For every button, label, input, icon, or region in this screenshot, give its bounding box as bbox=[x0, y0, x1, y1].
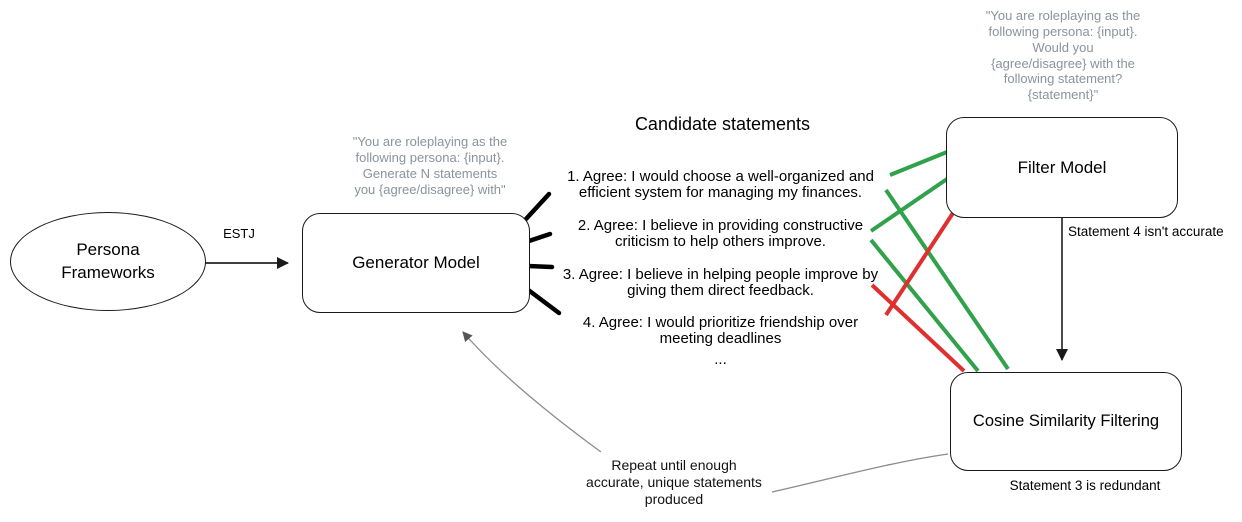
whisker-statement-1 bbox=[523, 191, 552, 222]
statement-2-line: 2. Agree: I believe in providing constru… bbox=[577, 217, 864, 234]
statement-1-line: 1. Agree: I would choose a well-organize… bbox=[567, 168, 874, 185]
node-persona-frameworks: Persona Frameworks bbox=[10, 212, 206, 311]
filter-prompt-line: {statement}" bbox=[1027, 87, 1099, 103]
statement-4-line: meeting deadlines bbox=[659, 330, 782, 348]
repeat-note-line: accurate, unique statements bbox=[586, 474, 762, 491]
cosine-verdict-note: Statement 3 is redundant bbox=[1009, 478, 1161, 493]
candidate-statements-title: Candidate statements bbox=[634, 114, 811, 134]
edge-repeat-to-generator bbox=[462, 331, 602, 453]
statement-1: 1. Agree: I would choose a well-organize… bbox=[548, 168, 893, 202]
generator-prompt-line: you {agree/disagree} with" bbox=[354, 181, 506, 197]
generator-prompt-line: Generate N statements bbox=[362, 165, 498, 181]
edge-statement1-filter-pass bbox=[889, 150, 948, 177]
generator-prompt: "You are roleplaying as the following pe… bbox=[328, 134, 532, 197]
statement-2-line: criticism to help others improve. bbox=[615, 233, 826, 251]
repeat-note-line: produced bbox=[644, 491, 704, 508]
statement-3: 3. Agree: I believe in helping people im… bbox=[548, 266, 893, 300]
repeat-note: Repeat until enough accurate, unique sta… bbox=[570, 457, 778, 508]
filter-verdict-note: Statement 4 isn't accurate bbox=[1068, 224, 1224, 239]
generator-prompt-line: following persona: {input}. bbox=[355, 149, 505, 165]
filter-prompt-line: Would you bbox=[1032, 39, 1094, 55]
statement-4-line: 4. Agree: I would prioritize friendship … bbox=[582, 314, 859, 331]
statement-3-line: 3. Agree: I believe in helping people im… bbox=[562, 266, 879, 283]
filter-prompt-line: {agree/disagree} with the bbox=[991, 55, 1135, 71]
generator-prompt-line: "You are roleplaying as the bbox=[352, 134, 508, 149]
statements-ellipsis: ... bbox=[714, 351, 727, 368]
edge-label-estj: ESTJ bbox=[223, 226, 255, 241]
repeat-note-line: Repeat until enough bbox=[611, 457, 737, 473]
generator-model-label: Generator Model bbox=[352, 253, 480, 272]
filter-model-label: Filter Model bbox=[1017, 157, 1107, 177]
statement-4: 4. Agree: I would prioritize friendship … bbox=[548, 314, 893, 348]
whisker-statement-2 bbox=[526, 231, 553, 244]
persona-frameworks-label: Persona Frameworks bbox=[61, 240, 155, 282]
statement-1-line: efficient system for managing my finance… bbox=[578, 184, 863, 202]
node-generator-model: Generator Model bbox=[302, 213, 530, 313]
filter-prompt-line: following statement? bbox=[1003, 71, 1123, 87]
node-filter-model: Filter Model bbox=[946, 117, 1178, 218]
filter-prompt: "You are roleplaying as the following pe… bbox=[950, 8, 1176, 103]
statement-3-line: giving them direct feedback. bbox=[627, 282, 814, 300]
node-cosine-similarity-filtering: Cosine Similarity Filtering bbox=[950, 372, 1182, 471]
statement-2: 2. Agree: I believe in providing constru… bbox=[548, 217, 893, 251]
cosine-filtering-label: Cosine Similarity Filtering bbox=[972, 412, 1160, 430]
filter-prompt-line: following persona: {input}. bbox=[988, 23, 1138, 39]
filter-prompt-line: "You are roleplaying as the bbox=[985, 8, 1141, 23]
edge-filter-statement4-reject bbox=[884, 211, 955, 317]
edge-cosine-to-repeat-note bbox=[771, 453, 949, 493]
